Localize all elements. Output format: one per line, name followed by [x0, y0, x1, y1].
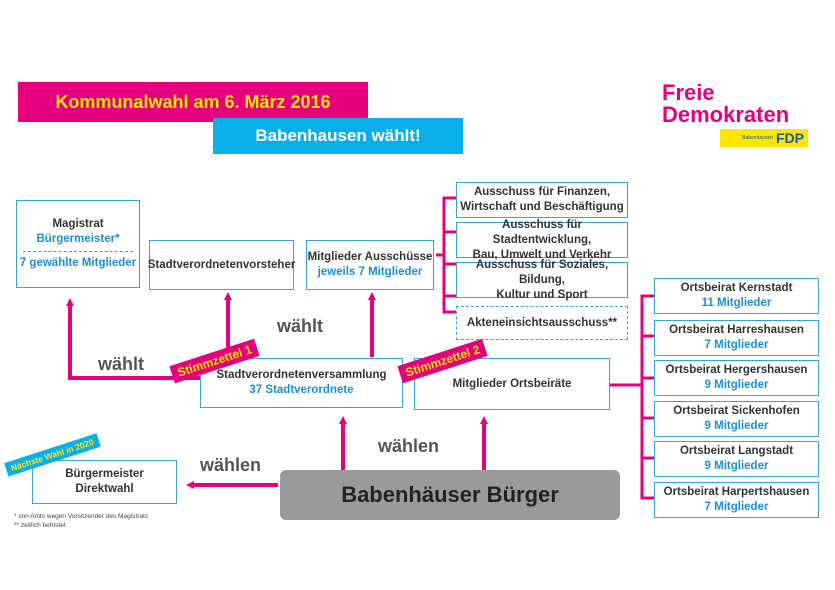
committee-line2: Wirtschaft und Beschäftigung: [460, 201, 624, 213]
header-subtitle: Babenhausen wählt!: [213, 118, 463, 154]
committee-line1: Ausschuss für Stadtentwicklung,: [492, 218, 592, 246]
logo-line2: Demokraten: [662, 102, 790, 127]
buergermeister-sub: Direktwahl: [75, 483, 134, 495]
committee-line2: Bau, Umwelt und Verkehr: [472, 248, 612, 261]
ortsbeirat-name: Ortsbeirat Hergershausen: [665, 364, 808, 376]
logo-line1: Freie: [662, 80, 715, 105]
ortsbeirat-harpertshausen: Ortsbeirat Harpertshausen 7 Mitglieder: [654, 482, 819, 518]
magistrat-box: Magistrat Bürgermeister* 7 gewählte Mitg…: [16, 200, 140, 288]
logo-party: FDP: [776, 130, 804, 146]
logo-sub: Babenhausen: [742, 135, 773, 141]
label-waehlt-left: wählt: [98, 354, 145, 374]
committee-line1: Akteneinsichtsausschuss**: [466, 316, 618, 329]
footnote-2: ** zeitlich befristet: [14, 522, 66, 529]
svv-title: Stadtverordnetenversammlung: [216, 369, 387, 381]
committee-line1: Ausschuss für Finanzen,: [473, 186, 611, 198]
svv-box: Stadtverordnetenversammlung 37 Stadtvero…: [200, 358, 403, 408]
vorsteher-title: Stadtverordnetenvorsteher: [147, 258, 296, 271]
ortsbeiraete-members-title: Mitglieder Ortsbeiräte: [452, 377, 572, 390]
magistrat-members: 7 gewählte Mitglieder: [19, 257, 137, 269]
committee-finanzen: Ausschuss für Finanzen, Wirtschaft und B…: [456, 182, 628, 218]
buergermeister-title: Bürgermeister: [65, 468, 144, 480]
label-waehlt-center: wählt: [277, 316, 324, 336]
committee-line2: Kultur und Sport: [496, 288, 588, 301]
ortsbeirat-count: 9 Mitglieder: [704, 460, 769, 472]
ortsbeirat-count: 7 Mitglieder: [704, 339, 769, 351]
committee-stadtentwicklung: Ausschuss für Stadtentwicklung, Bau, Umw…: [456, 219, 628, 261]
label-waehlen-left: wählen: [200, 455, 262, 475]
ortsbeirat-langstadt: Ortsbeirat Langstadt 9 Mitglieder: [654, 441, 819, 477]
committee-line1: Ausschuss für Soziales, Bildung,: [475, 258, 609, 286]
buergermeister-box: Bürgermeister Direktwahl: [32, 460, 177, 504]
ausschuesse-members-box: Mitglieder Ausschüsse jeweils 7 Mitglied…: [306, 240, 434, 290]
svv-count: 37 Stadtverordnete: [249, 384, 354, 396]
brace-committees: [436, 196, 456, 314]
ausschuesse-title: Mitglieder Ausschüsse: [307, 251, 433, 263]
ortsbeirat-hergershausen: Ortsbeirat Hergershausen 9 Mitglieder: [654, 360, 819, 396]
ortsbeirat-name: Ortsbeirat Langstadt: [679, 445, 794, 457]
header-title: Kommunalwahl am 6. März 2016: [18, 82, 368, 122]
ausschuesse-count: jeweils 7 Mitglieder: [317, 266, 423, 278]
ortsbeirat-count: 9 Mitglieder: [704, 420, 769, 432]
ortsbeirat-count: 11 Mitglieder: [701, 297, 772, 309]
citizens-label: Babenhäuser Bürger: [341, 482, 559, 507]
committee-soziales: Ausschuss für Soziales, Bildung, Kultur …: [456, 259, 628, 301]
ortsbeirat-name: Ortsbeirat Harreshausen: [669, 324, 804, 336]
committee-akteneinsicht: Akteneinsichtsausschuss**: [456, 306, 628, 340]
vorsteher-box: Stadtverordnetenvorsteher: [147, 240, 296, 290]
ortsbeirat-name: Ortsbeirat Kernstadt: [680, 282, 793, 294]
ortsbeirat-kernstadt: Ortsbeirat Kernstadt 11 Mitglieder: [654, 278, 819, 314]
ortsbeirat-sickenhofen: Ortsbeirat Sickenhofen 9 Mitglieder: [654, 401, 819, 437]
label-waehlen-center: wählen: [378, 436, 440, 456]
arrow-svv-magistrat: [66, 298, 200, 380]
footnote-1: * von Amts wegen Vorsitzender des Magist…: [14, 513, 149, 520]
ortsbeirat-harreshausen: Ortsbeirat Harreshausen 7 Mitglieder: [654, 320, 819, 356]
ortsbeirat-name: Ortsbeirat Harpertshausen: [663, 486, 810, 498]
citizen-crowd: [280, 470, 620, 520]
magistrat-title: Magistrat: [52, 218, 104, 230]
fdp-logo: Freie Demokraten Babenhausen FDP: [662, 82, 812, 152]
brace-ortsbeiraete: [610, 294, 654, 500]
magistrat-mayor: Bürgermeister*: [36, 233, 120, 245]
magistrat-divider: [23, 251, 133, 252]
ortsbeirat-name: Ortsbeirat Sickenhofen: [673, 405, 800, 417]
ortsbeirat-count: 7 Mitglieder: [704, 501, 769, 513]
ortsbeirat-count: 9 Mitglieder: [704, 379, 769, 391]
logo-bar: Babenhausen FDP: [720, 129, 808, 147]
